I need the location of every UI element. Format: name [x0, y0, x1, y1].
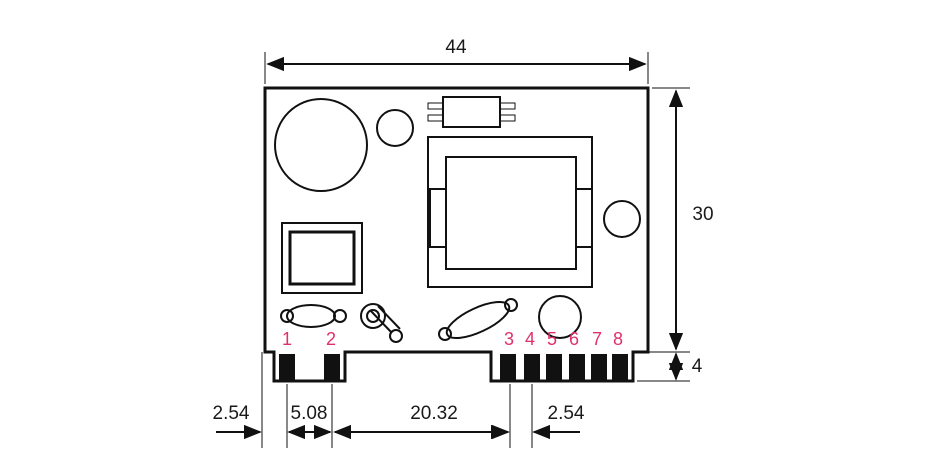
transformer-core-frame [445, 156, 577, 270]
ic-lead [427, 114, 444, 122]
transformer-bobbin-right [575, 188, 593, 248]
pin-pad-5 [546, 354, 562, 381]
small-capacitor [376, 109, 414, 147]
resistor-left-lead [333, 309, 347, 323]
dim-height-label: 30 [692, 204, 713, 225]
pin-label-3: 3 [504, 329, 514, 349]
pin-pad-2 [324, 354, 340, 381]
pin-label-4: 4 [525, 329, 535, 349]
pin-label-8: 8 [613, 329, 623, 349]
ic-lead [427, 102, 444, 110]
pin-pad-4 [524, 354, 540, 381]
ic-lead [499, 102, 516, 110]
pin-label-6: 6 [569, 329, 579, 349]
diode [438, 298, 518, 341]
pin-label-1: 1 [282, 329, 292, 349]
dim-pin-height-label: 4 [692, 356, 703, 377]
pin-pad-1 [279, 354, 295, 381]
pin-label-7: 7 [592, 329, 602, 349]
dim-edge-offset-label: 2.54 [213, 403, 250, 424]
pin-pad-8 [612, 354, 628, 381]
resistor-left [286, 304, 336, 328]
large-capacitor [274, 98, 368, 192]
ic-lead [499, 114, 516, 122]
resistor-left-lead [280, 309, 294, 323]
transformer-outer [427, 136, 593, 288]
pin-pad-6 [569, 354, 585, 381]
transformer-bobbin-left [429, 188, 447, 248]
dim-gap-label: 20.32 [410, 403, 458, 424]
ic-body [442, 96, 501, 128]
square-component-outer [281, 222, 363, 294]
pin-pad-3 [500, 354, 516, 381]
dim-pin-pitch-label: 2.54 [548, 403, 585, 424]
bottom-capacitor [538, 295, 582, 339]
square-component-inner [288, 230, 356, 286]
pin-label-5: 5 [547, 329, 557, 349]
dim-pin12-label: 5.08 [291, 403, 328, 424]
potentiometer [360, 303, 403, 343]
pin-pad-7 [591, 354, 607, 381]
right-capacitor [603, 200, 641, 238]
pin-pads [279, 354, 628, 381]
dim-width-label: 44 [445, 37, 467, 58]
pin-label-2: 2 [326, 329, 336, 349]
